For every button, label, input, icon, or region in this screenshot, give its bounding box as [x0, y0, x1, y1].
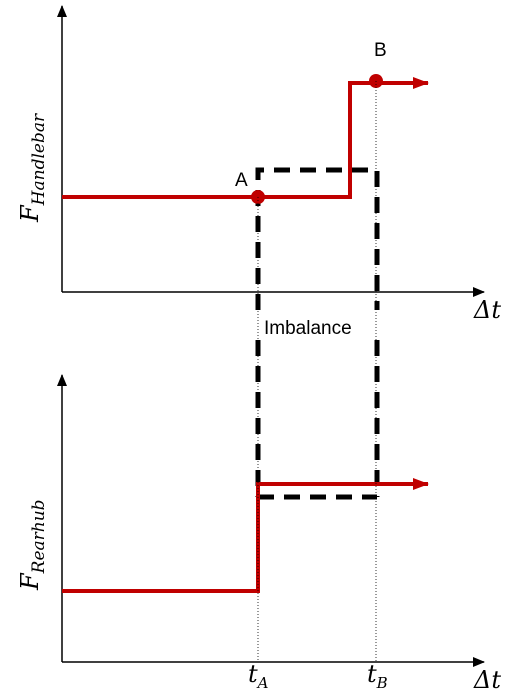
top-y-axis-label: FHandlebar: [16, 113, 49, 223]
tick-t-a: tA: [248, 660, 269, 692]
top-y-axis-label-sub: Handlebar: [29, 113, 49, 206]
handlebar-force-line: [62, 77, 429, 199]
imbalance-dashed-top: [255, 167, 380, 310]
tick-t-b-sub: B: [376, 674, 388, 692]
tick-t-b: tB: [367, 660, 388, 692]
bottom-y-axis-label-main: F: [16, 572, 44, 591]
bottom-y-axis-label-sub: Rearhub: [29, 499, 49, 574]
point-b-label: B: [374, 40, 387, 61]
tick-t-a-main: t: [248, 660, 258, 688]
top-x-axis-label: Δt: [473, 296, 501, 324]
top-y-axis-label-main: F: [16, 204, 44, 223]
bottom-x-axis-label: Δt: [473, 666, 501, 694]
bottom-y-axis-label: FRearhub: [16, 499, 49, 591]
point-a-label: A: [235, 170, 248, 191]
rearhub-force-line: [62, 478, 429, 593]
tick-t-a-sub: A: [256, 674, 269, 692]
tick-t-b-main: t: [367, 660, 377, 688]
imbalance-label: Imbalance: [264, 318, 352, 339]
